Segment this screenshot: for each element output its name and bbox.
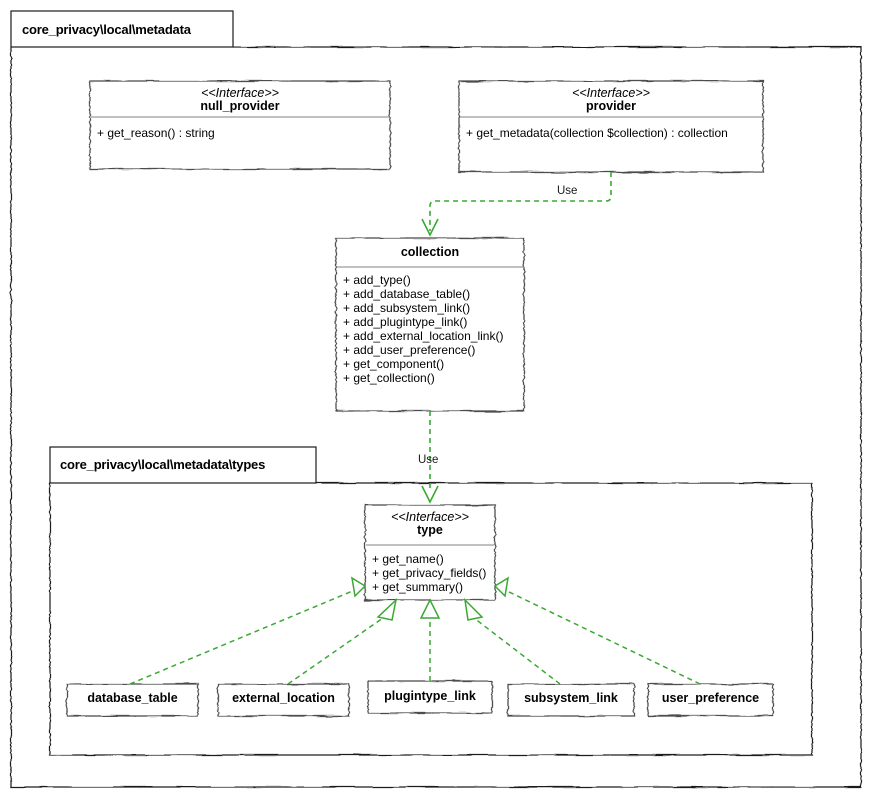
class-box-database_table[interactable]	[66, 683, 199, 717]
class-collection-member-7: + get_collection()	[343, 371, 435, 385]
class-collection-member-4: + add_external_location_link()	[343, 329, 504, 343]
class-provider-name: provider	[585, 99, 636, 113]
class-type-member-2: + get_summary()	[372, 580, 464, 594]
class-null_provider-member: + get_reason() : string	[97, 126, 215, 140]
class-provider-stereotype: <<Interface>>	[572, 86, 650, 100]
class-box-subsystem_link[interactable]	[507, 683, 635, 717]
package-outer-body	[10, 46, 862, 788]
class-collection-member-3: + add_plugintype_link()	[343, 315, 468, 329]
class-database_table-name: database_table	[87, 691, 178, 705]
class-subsystem_link-name: subsystem_link	[524, 691, 618, 705]
package-inner	[49, 446, 813, 756]
package-outer-tab	[10, 10, 234, 48]
class-box-user_preference[interactable]	[647, 683, 774, 717]
package-inner-body	[49, 482, 813, 756]
relation-label-collection-type: Use	[418, 454, 439, 466]
class-collection-name: collection	[400, 245, 460, 259]
class-box-type[interactable]	[364, 504, 496, 601]
class-provider-frame	[458, 80, 764, 173]
package-inner-tab	[49, 446, 317, 484]
class-collection-member-6: + get_component()	[343, 357, 445, 371]
class-box-provider[interactable]	[458, 80, 764, 173]
relation-label-provider-collection: Use	[557, 185, 578, 197]
class-box-null_provider[interactable]	[89, 80, 391, 170]
class-collection-member-2: + add_subsystem_link()	[343, 301, 471, 315]
package-outer	[10, 10, 862, 788]
class-type-member-0: + get_name()	[372, 552, 444, 566]
class-box-external_location[interactable]	[217, 683, 350, 717]
class-type-name: type	[417, 523, 443, 537]
class-collection-member-1: + add_database_table()	[343, 287, 471, 301]
class-null_provider-stereotype: <<Interface>>	[201, 86, 279, 100]
class-box-plugintype_link[interactable]	[367, 680, 493, 714]
class-type-member-1: + get_privacy_fields()	[372, 566, 487, 580]
class-external_location-name: external_location	[232, 691, 335, 705]
class-null_provider-frame	[89, 80, 391, 170]
package-outer-title: core_privacy\local\metadata	[22, 22, 191, 37]
class-plugintype_link-name: plugintype_link	[384, 689, 476, 703]
class-null_provider-name: null_provider	[200, 99, 280, 113]
class-provider-member: + get_metadata(collection $collection) :…	[466, 126, 728, 140]
class-collection-member-5: + add_user_preference()	[343, 343, 476, 357]
class-box-collection[interactable]	[335, 237, 525, 412]
class-user_preference-name: user_preference	[661, 691, 760, 705]
class-collection-member-0: + add_type()	[343, 273, 411, 287]
package-inner-title: core_privacy\local\metadata\types	[60, 457, 266, 472]
class-type-stereotype: <<Interface>>	[391, 510, 469, 524]
class-type-frame	[364, 504, 496, 601]
